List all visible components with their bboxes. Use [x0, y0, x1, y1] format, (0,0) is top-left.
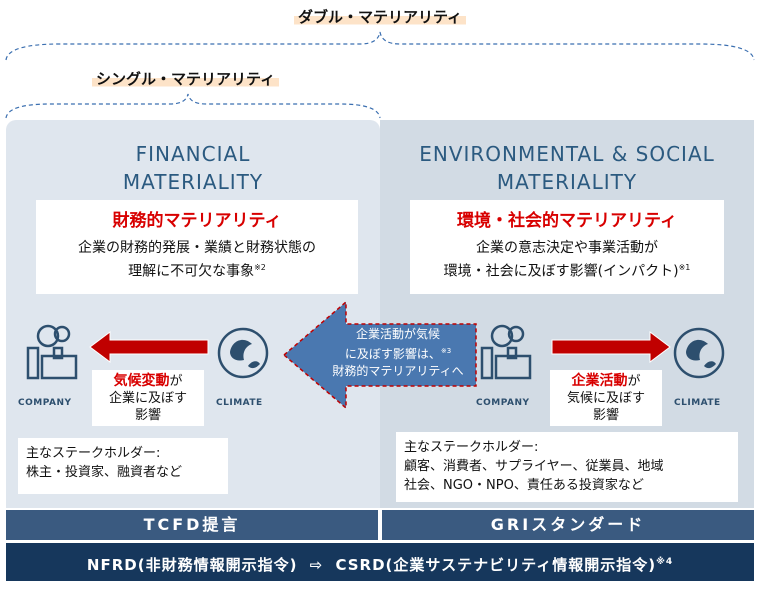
financial-desc-line2: 理解に不可欠な事象: [128, 263, 255, 280]
environmental-title-line1: ENVIRONMENTAL & SOCIAL: [419, 142, 715, 166]
nfrd-label: NFRD(非財務情報開示指令): [86, 556, 298, 574]
gri-bar: GRIスタンダード: [382, 510, 754, 540]
environmental-effect-line3: 影響: [592, 408, 619, 423]
csrd-note: ※4: [656, 557, 674, 567]
single-materiality-label-wrap: シングル・マテリアリティ: [92, 68, 280, 89]
right-red-arrow: [551, 331, 671, 363]
financial-effect-box: 気候変動が 企業に及ぼす 影響: [92, 370, 204, 426]
double-materiality-label: ダブル・マテリアリティ: [293, 8, 467, 26]
environmental-effect-red: 企業活動: [571, 373, 628, 389]
left-red-arrow: [89, 331, 209, 363]
financial-effect-red: 気候変動: [113, 373, 170, 389]
environmental-effect-ga: が: [627, 374, 641, 389]
center-arrow-text: 企業活動が気候 に及ぼす影響は、※3 財務的マテリアリティへ: [318, 326, 478, 380]
center-arrow-note: ※3: [440, 347, 452, 355]
center-arrow-shape: [282, 300, 477, 410]
center-arrow-line2-wrap: に及ぼす影響は、※3: [318, 343, 478, 363]
financial-card: 財務的マテリアリティ 企業の財務的発展・業績と財務状態の 理解に不可欠な事象※2: [36, 200, 358, 294]
environmental-stakeholders-title: 主なステークホルダー:: [404, 440, 539, 455]
csrd-label: CSRD(企業サステナビリティ情報開示指令): [335, 556, 657, 574]
financial-card-title: 財務的マテリアリティ: [112, 211, 282, 231]
financial-stakeholders-list: 株主・投資家、融資者など: [26, 465, 183, 480]
financial-effect-line3: 影響: [134, 408, 161, 423]
factory-icon: [480, 324, 532, 380]
center-arrow-line2: に及ぼす影響は、: [344, 347, 441, 361]
environmental-stakeholders-list1: 顧客、消費者、サプライヤー、従業員、地域: [404, 459, 664, 474]
climate-globe-icon: [673, 327, 725, 379]
financial-desc-line1: 企業の財務的発展・業績と財務状態の: [78, 240, 316, 256]
environmental-stakeholders: 主なステークホルダー: 顧客、消費者、サプライヤー、従業員、地域 社会、NGO・…: [396, 432, 738, 502]
arrow-right-icon: ⇨: [309, 556, 324, 574]
double-brace: [5, 31, 755, 61]
environmental-effect-line2: 気候に及ぼす: [566, 391, 645, 406]
center-arrow-line1: 企業活動が気候: [355, 327, 440, 341]
right-company-label: COMPANY: [476, 398, 530, 408]
financial-title-line2: MATERIALITY: [122, 170, 264, 194]
environmental-card: 環境・社会的マテリアリティ 企業の意志決定や事業活動が 環境・社会に及ぼす影響(…: [410, 200, 724, 294]
right-climate-label: CLIMATE: [674, 398, 721, 408]
financial-title-line1: FINANCIAL: [135, 142, 251, 166]
environmental-effect-box: 企業活動が 気候に及ぼす 影響: [550, 370, 662, 426]
environmental-effect-line1-wrap: 企業活動が: [550, 373, 662, 390]
tcfd-label: TCFD提言: [143, 515, 241, 534]
financial-card-desc: 企業の財務的発展・業績と財務状態の 理解に不可欠な事象※2: [36, 239, 358, 282]
left-climate-label: CLIMATE: [216, 398, 263, 408]
center-arrow: [282, 300, 477, 410]
nfrd-csrd-bar: NFRD(非財務情報開示指令) ⇨ CSRD(企業サステナビリティ情報開示指令)…: [6, 543, 754, 581]
financial-effect-line1-wrap: 気候変動が: [92, 373, 204, 390]
financial-effect-line2: 企業に及ぼす: [108, 391, 187, 406]
environmental-desc-line2-wrap: 環境・社会に及ぼす影響(インパクト)※1: [410, 258, 724, 282]
environmental-card-title: 環境・社会的マテリアリティ: [457, 211, 677, 231]
factory-icon: [26, 324, 78, 380]
environmental-stakeholders-list2: 社会、NGO・NPO、責任ある投資家など: [404, 478, 644, 493]
gri-label: GRIスタンダード: [490, 515, 646, 534]
financial-stakeholders-title: 主なステークホルダー:: [26, 446, 161, 461]
brace-lines: [5, 31, 755, 119]
environmental-title-line2: MATERIALITY: [496, 170, 638, 194]
tcfd-bar: TCFD提言: [6, 510, 378, 540]
financial-title: FINANCIAL MATERIALITY: [6, 140, 380, 196]
environmental-desc-line1: 企業の意志決定や事業活動が: [476, 240, 658, 256]
single-materiality-label: シングル・マテリアリティ: [92, 70, 280, 88]
financial-desc-line2-wrap: 理解に不可欠な事象※2: [36, 258, 358, 282]
environmental-note: ※1: [678, 263, 691, 272]
left-company-label: COMPANY: [18, 398, 72, 408]
single-brace: [5, 93, 381, 119]
environmental-title: ENVIRONMENTAL & SOCIAL MATERIALITY: [380, 140, 754, 196]
double-materiality-label-wrap: ダブル・マテリアリティ: [0, 6, 760, 27]
financial-effect-ga: が: [169, 374, 183, 389]
center-arrow-line3: 財務的マテリアリティへ: [332, 364, 464, 378]
environmental-card-desc: 企業の意志決定や事業活動が 環境・社会に及ぼす影響(インパクト)※1: [410, 239, 724, 282]
climate-globe-icon: [217, 327, 269, 379]
financial-note: ※2: [254, 263, 266, 272]
environmental-desc-line2: 環境・社会に及ぼす影響(インパクト): [443, 263, 679, 280]
financial-stakeholders: 主なステークホルダー: 株主・投資家、融資者など: [18, 438, 228, 494]
